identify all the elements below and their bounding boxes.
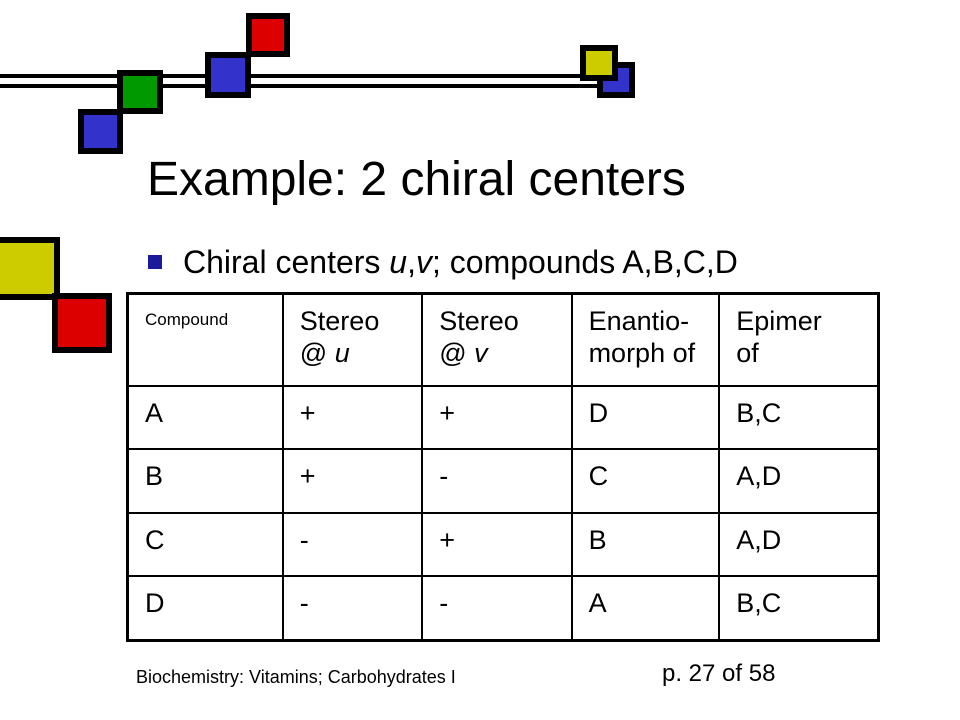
cell-stereo-v: + [421, 384, 573, 451]
table-header-row: Compound Stereo@ u Stereo@ v Enantio-mor… [126, 292, 880, 387]
cell-enantiomorph: A [570, 575, 721, 642]
header-compound: Compound [126, 292, 284, 387]
square-bullet-icon [148, 255, 162, 269]
cell-stereo-u: + [281, 384, 424, 451]
cell-compound: A [126, 384, 284, 451]
cell-stereo-v: - [421, 575, 573, 642]
decor-square-blue-left [78, 109, 123, 154]
var-u: u [389, 244, 408, 280]
cell-stereo-u: - [281, 575, 424, 642]
cell-stereo-v: + [421, 511, 573, 578]
table-row: C - + B A,D [126, 511, 880, 578]
slide-title: Example: 2 chiral centers [147, 153, 686, 206]
decor-line-top [0, 74, 612, 78]
decor-square-blue-top [205, 52, 251, 98]
cell-epimer: A,D [718, 511, 880, 578]
decor-square-yellow-left [0, 237, 60, 300]
decor-square-red-top [246, 13, 290, 57]
bullet-text: Chiral centers u,v; compounds A,B,C,D [183, 244, 738, 280]
header-stereo-v: Stereo@ v [421, 292, 573, 387]
cell-compound: C [126, 511, 284, 578]
cell-enantiomorph: D [570, 384, 721, 451]
header-enantiomorph: Enantio-morph of [570, 292, 721, 387]
decor-square-yellow-small [580, 45, 618, 81]
cell-compound: D [126, 575, 284, 642]
cell-stereo-u: - [281, 511, 424, 578]
table-row: A + + D B,C [126, 384, 880, 451]
table-row: D - - A B,C [126, 575, 880, 642]
decor-square-green [117, 70, 163, 114]
decor-square-red-left [52, 293, 112, 353]
cell-enantiomorph: B [570, 511, 721, 578]
footer-page-number: p. 27 of 58 [662, 660, 776, 687]
cell-stereo-u: + [281, 448, 424, 514]
cell-compound: B [126, 448, 284, 514]
cell-epimer: A,D [718, 448, 880, 514]
cell-enantiomorph: C [570, 448, 721, 514]
cell-stereo-v: - [421, 448, 573, 514]
header-stereo-u: Stereo@ u [281, 292, 424, 387]
stereo-table: Compound Stereo@ u Stereo@ v Enantio-mor… [126, 292, 880, 642]
cell-epimer: B,C [718, 575, 880, 642]
footer-course-title: Biochemistry: Vitamins; Carbohydrates I [136, 667, 456, 687]
cell-epimer: B,C [718, 384, 880, 451]
table-row: B + - C A,D [126, 448, 880, 514]
var-v: v [415, 244, 432, 280]
decor-line-bottom [0, 84, 612, 88]
